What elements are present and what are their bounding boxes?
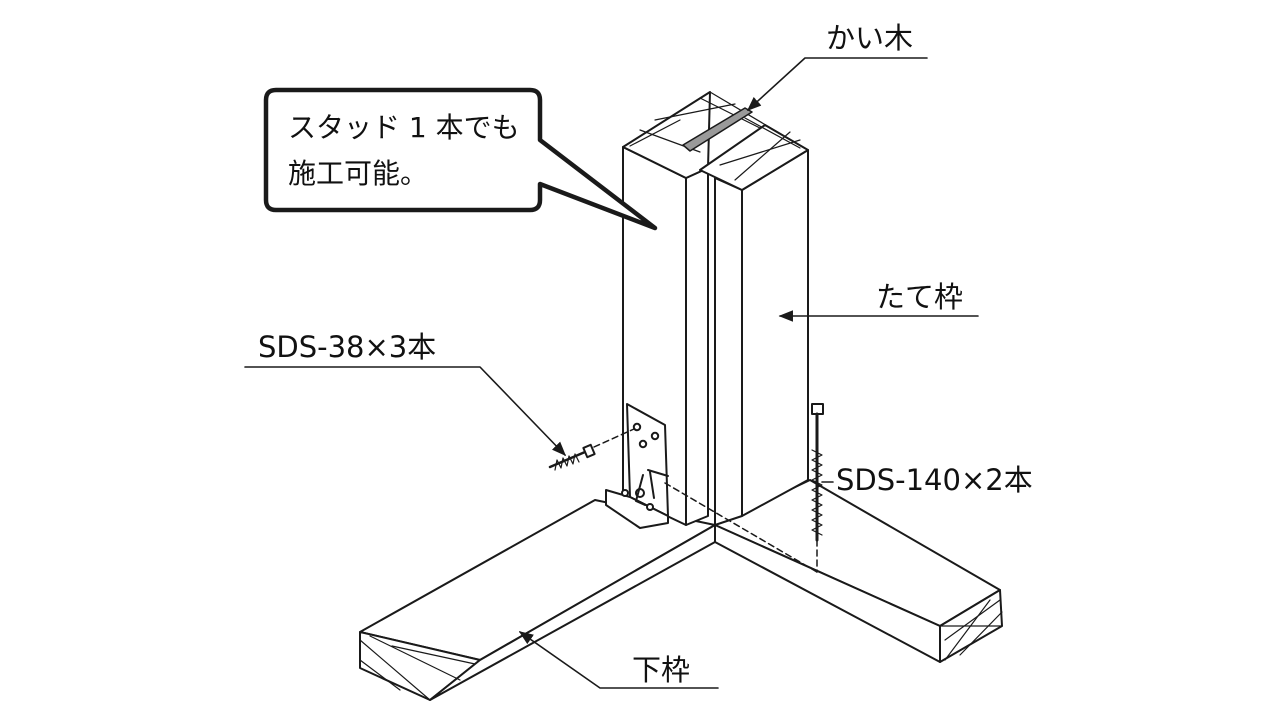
callout-text-line1: スタッド 1 本でも [288, 111, 520, 144]
bottom-plate-left [359, 499, 716, 701]
callout-text-line2: 施工可能。 [288, 157, 428, 190]
leader-lines [244, 57, 979, 689]
leader-small-screw [244, 366, 567, 457]
label-vertical-frame: たて枠 [876, 280, 963, 314]
label-blocking: かい木 [826, 21, 913, 55]
blocking-piece [682, 107, 753, 152]
label-bottom-plate: 下枠 [632, 653, 690, 687]
label-long-screw: SDS-140×2本 [836, 463, 1033, 497]
stud-right [699, 124, 809, 526]
callout-bubble [263, 87, 658, 231]
metal-bracket [605, 403, 669, 529]
short-screw [548, 428, 635, 471]
leader-bottom-plate [518, 631, 719, 689]
label-small-screw: SDS-38×3本 [258, 330, 436, 364]
leader-blocking [746, 57, 928, 111]
long-screw [664, 403, 824, 573]
